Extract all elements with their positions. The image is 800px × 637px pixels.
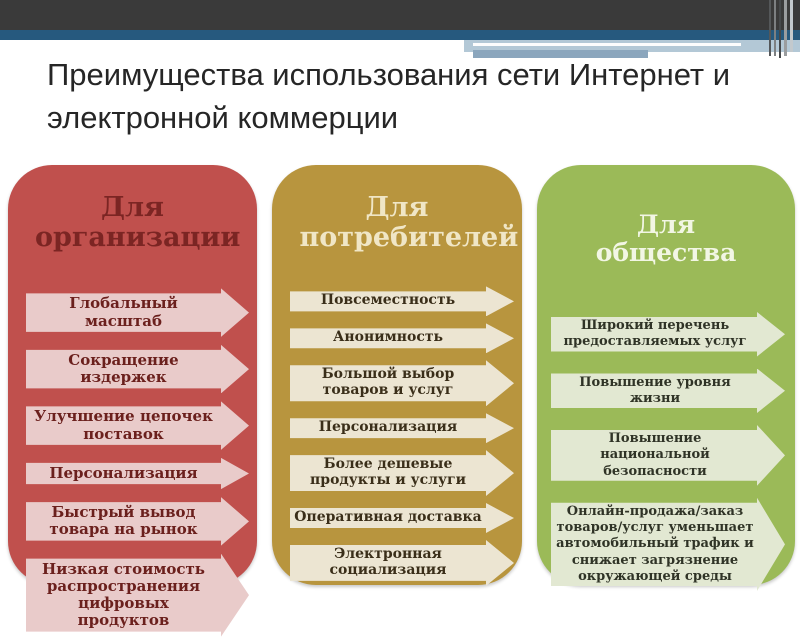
benefit-arrow-label: Большой выбор товаров и услуг: [321, 366, 455, 399]
column-header-organization: Для организации: [35, 192, 241, 253]
benefit-arrow: Персонализация: [26, 458, 249, 489]
slide-title: Преимущества использования сети Интернет…: [47, 57, 731, 135]
benefit-arrow: Электронная социализация: [290, 540, 514, 586]
benefit-arrow: Оперативная доставка: [290, 503, 514, 533]
benefit-arrow: Повсеместность: [290, 286, 514, 316]
benefit-arrow-label: Низкая стоимость распространения цифровы…: [42, 559, 205, 630]
benefit-arrow: Анонимность: [290, 323, 514, 353]
presentation-slide: Преимущества использования сети Интернет…: [0, 0, 800, 600]
corner-stripe-2: [774, 0, 776, 56]
benefit-arrow-label: Персонализация: [49, 463, 198, 482]
column-for-society: Для общества Широкий перечень предоставл…: [537, 165, 795, 585]
benefit-arrow-label: Повышение национальной безопасности: [600, 431, 710, 479]
benefit-arrow: Повышение национальной безопасности: [551, 425, 785, 486]
column-header-society: Для общества: [595, 210, 737, 267]
benefit-arrow-label: Более дешевые продукты и услуги: [310, 456, 466, 489]
benefit-arrow: Онлайн-продажа/заказ товаров/услуг умень…: [551, 498, 785, 591]
accent-steel-band: [473, 50, 648, 58]
benefit-arrow-label: Широкий перечень предоставляемых услуг: [563, 318, 747, 350]
corner-stripe-3: [779, 0, 781, 58]
benefit-arrow-label: Улучшение цепочек поставок: [34, 407, 213, 443]
corner-stripe-1: [769, 0, 771, 56]
corner-stripe-4: [784, 0, 787, 56]
benefit-arrow: Широкий перечень предоставляемых услуг: [551, 312, 785, 357]
benefit-arrow: Персонализация: [290, 413, 514, 443]
benefit-arrow: Сокращение издержек: [26, 345, 249, 394]
benefit-arrow: Низкая стоимость распространения цифровы…: [26, 554, 249, 637]
benefit-arrow: Большой выбор товаров и услуг: [290, 360, 514, 406]
corner-stripe-5: [790, 0, 793, 52]
accent-blue-stripe: [0, 30, 800, 40]
benefit-arrow-label: Электронная социализация: [329, 546, 447, 578]
benefit-arrow: Быстрый вывод товара на рынок: [26, 497, 249, 546]
accent-white-line: [473, 43, 741, 46]
column-header-consumers: Для потребителей: [299, 192, 519, 253]
top-dark-bar: [0, 0, 800, 30]
benefit-arrow: Улучшение цепочек поставок: [26, 401, 249, 450]
benefit-arrow: Глобальный масштаб: [26, 288, 249, 337]
benefit-arrow-label: Глобальный масштаб: [69, 294, 178, 330]
benefit-arrow: Повышение уровня жизни: [551, 369, 785, 414]
benefit-arrow-label: Повсеместность: [320, 292, 456, 309]
benefit-arrow-label: Сокращение издержек: [68, 350, 179, 387]
benefit-arrow-label: Анонимность: [332, 329, 444, 346]
benefit-arrow-label: Персонализация: [318, 419, 458, 436]
benefit-arrow-label: Повышение уровня жизни: [579, 374, 731, 406]
benefit-arrow-label: Быстрый вывод товара на рынок: [49, 503, 198, 539]
benefit-arrow-label: Оперативная доставка: [294, 509, 482, 526]
benefit-arrow-label: Онлайн-продажа/заказ товаров/услуг умень…: [556, 503, 754, 584]
benefit-arrow: Более дешевые продукты и услуги: [290, 450, 514, 496]
